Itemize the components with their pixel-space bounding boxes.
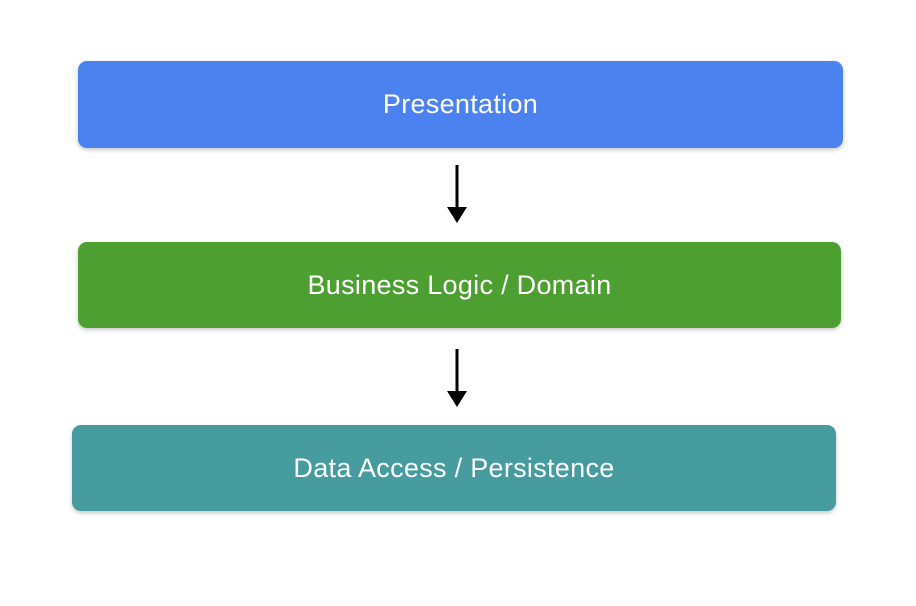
arrow-head <box>447 207 467 223</box>
down-arrow-icon <box>447 349 467 407</box>
layer-node-business-logic: Business Logic / Domain <box>78 242 841 328</box>
arrow-head <box>447 391 467 407</box>
down-arrow-icon <box>447 165 467 223</box>
layer-label-data-access: Data Access / Persistence <box>293 452 615 483</box>
layer-node-presentation: Presentation <box>78 61 843 148</box>
layer-label-presentation: Presentation <box>382 89 539 119</box>
layer-node-data-access: Data Access / Persistence <box>72 425 836 511</box>
layer-label-business-logic: Business Logic / Domain <box>307 269 612 300</box>
